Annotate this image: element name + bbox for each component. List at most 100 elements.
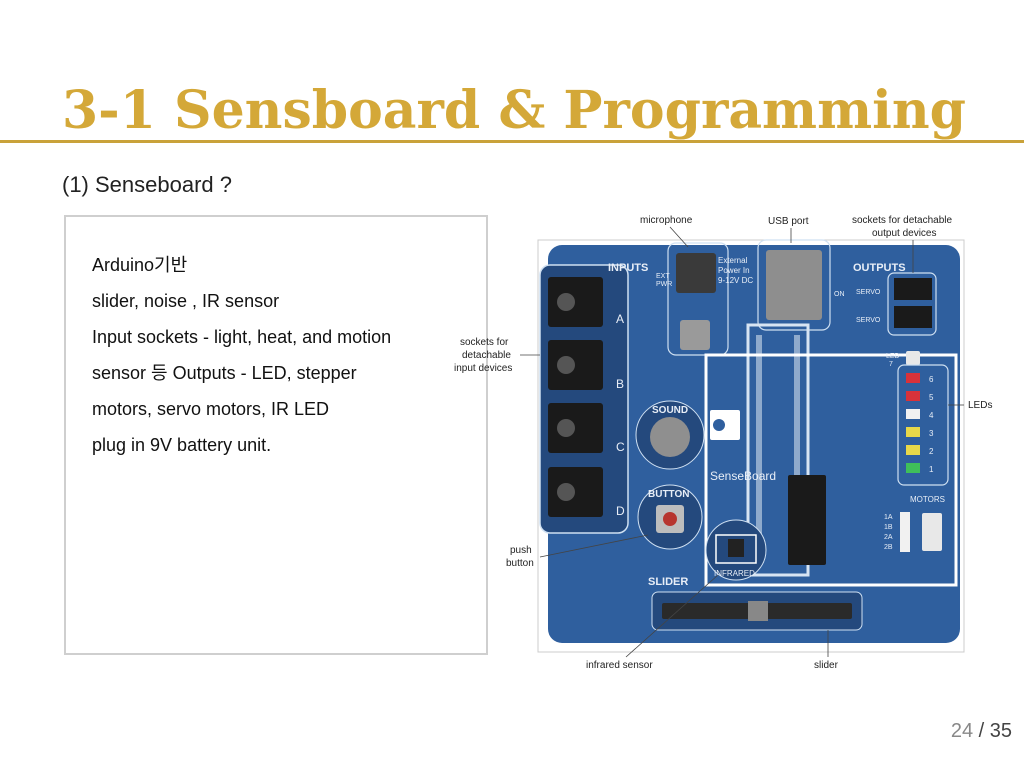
label-ext: EXT xyxy=(656,273,670,280)
controller-outline xyxy=(746,323,810,577)
callout-output-sockets: output devices xyxy=(872,228,937,239)
motor-connector xyxy=(922,513,942,551)
usb-port xyxy=(766,250,822,320)
label-socket-c: C xyxy=(616,440,625,454)
label-slider: SLIDER xyxy=(648,576,688,588)
text-box: Arduino기반 slider, noise , IR sensor Inpu… xyxy=(64,215,488,655)
label-ext-power-3: 9-12V DC xyxy=(718,276,753,285)
callout-microphone: microphone xyxy=(640,215,693,226)
input-socket-d xyxy=(548,467,603,517)
input-socket-c xyxy=(548,403,603,453)
led-7 xyxy=(906,351,920,365)
motor-pin: 2B xyxy=(884,544,893,551)
jack-hole xyxy=(557,293,575,311)
header-pins xyxy=(756,335,800,565)
servo-socket-outline xyxy=(887,272,937,336)
ic-chip xyxy=(788,475,826,565)
board-trace-outline xyxy=(704,353,958,587)
callout-leds: LEDs xyxy=(968,400,992,411)
label-sound: SOUND xyxy=(652,405,688,416)
infrared-sensor xyxy=(728,539,744,557)
ou-logo-mark xyxy=(713,419,725,431)
callout-output-sockets: sockets for detachable xyxy=(852,215,952,226)
microphone-module xyxy=(680,320,710,350)
servo-socket-1 xyxy=(894,278,932,300)
callout-push-button: push xyxy=(510,545,532,556)
power-jack xyxy=(676,253,716,293)
motor-pin: 1A xyxy=(884,514,893,521)
bullet-line: Arduino기반 xyxy=(92,255,188,275)
bullet-line: motors, servo motors, IR LED xyxy=(92,399,330,419)
callout-usb-port: USB port xyxy=(768,216,809,227)
microphone-outline xyxy=(667,242,729,356)
jack-hole xyxy=(557,419,575,437)
page-separator: / xyxy=(973,720,990,742)
led-yellow xyxy=(906,445,920,455)
label-ext-power-1: External xyxy=(718,256,748,265)
jack-hole xyxy=(557,356,575,374)
led-green xyxy=(906,463,920,473)
bullet-line: sensor 등 Outputs - LED, stepper xyxy=(92,363,357,383)
callout-infrared-sensor: infrared sensor xyxy=(586,660,653,671)
led-number: 2 xyxy=(929,447,934,456)
senseboard-diagram: A B C D INPUTS EXT PWR External Power In… xyxy=(454,215,992,671)
motor-pin: 2A xyxy=(884,534,893,541)
label-infrared: INFRARED xyxy=(714,569,755,578)
leds-outline xyxy=(897,364,949,486)
label-senseboard: SenseBoard xyxy=(710,469,776,483)
bullet-line: slider, noise , IR sensor xyxy=(92,291,280,311)
page-total: 35 xyxy=(989,720,1012,742)
input-socket-a xyxy=(548,277,603,327)
motor-pin: 1B xyxy=(884,524,893,531)
label-inputs: INPUTS xyxy=(608,262,648,274)
jack-hole xyxy=(557,483,575,501)
slider-knob xyxy=(748,601,768,621)
bullet-list: Arduino기반 slider, noise , IR sensor Inpu… xyxy=(92,247,482,463)
callout-lines xyxy=(520,226,964,658)
led-number: 3 xyxy=(929,429,934,438)
label-led7-b: 7 xyxy=(889,361,893,368)
input-sockets xyxy=(548,277,603,517)
callouts: microphone USB port sockets for detachab… xyxy=(454,215,992,671)
callout-slider: slider xyxy=(814,660,839,671)
usb-port-outline xyxy=(757,239,831,331)
slide-subtitle: (1) Senseboard ? xyxy=(62,172,232,197)
label-servo: SERVO xyxy=(856,289,881,296)
motor-leds xyxy=(900,512,910,552)
bullet-line: plug in 9V battery unit. xyxy=(92,435,272,455)
page-indicator: 24 / 35 xyxy=(951,720,1012,743)
led-red xyxy=(906,373,920,383)
slide-title: 3-1 Sensboard & Programming xyxy=(62,80,967,141)
label-socket-b: B xyxy=(616,377,624,391)
label-socket-a: A xyxy=(616,312,624,326)
led-number: 4 xyxy=(929,411,934,420)
callout-push-button: button xyxy=(506,558,534,569)
led-red xyxy=(906,391,920,401)
led-number: 5 xyxy=(929,393,934,402)
board-pcb xyxy=(548,245,960,643)
page-current: 24 xyxy=(950,720,974,742)
infrared-box xyxy=(715,534,757,564)
led-number: 6 xyxy=(929,375,934,384)
led-white xyxy=(906,409,920,419)
servo-socket-2 xyxy=(894,306,932,328)
label-pwr: PWR xyxy=(656,281,672,288)
label-servo: SERVO xyxy=(856,317,881,324)
label-ext-power-2: Power In xyxy=(718,266,750,275)
label-on: ON xyxy=(834,291,845,298)
label-motors: MOTORS xyxy=(910,495,945,504)
label-led7-a: LED xyxy=(886,353,900,360)
title-divider xyxy=(0,140,1024,143)
label-button: BUTTON xyxy=(648,489,689,500)
input-socket-b xyxy=(548,340,603,390)
led-yellow xyxy=(906,427,920,437)
input-socket-panel xyxy=(539,264,629,534)
callout-input-sockets: detachable xyxy=(462,350,511,361)
label-outputs: OUTPUTS xyxy=(853,262,906,274)
callout-input-sockets: sockets for xyxy=(460,337,509,348)
microphone-capsule xyxy=(650,417,690,457)
bullet-line: Input sockets - light, heat, and motion xyxy=(92,327,392,347)
label-socket-d: D xyxy=(616,504,625,518)
push-button-cap xyxy=(663,512,677,526)
led-column xyxy=(906,373,920,473)
